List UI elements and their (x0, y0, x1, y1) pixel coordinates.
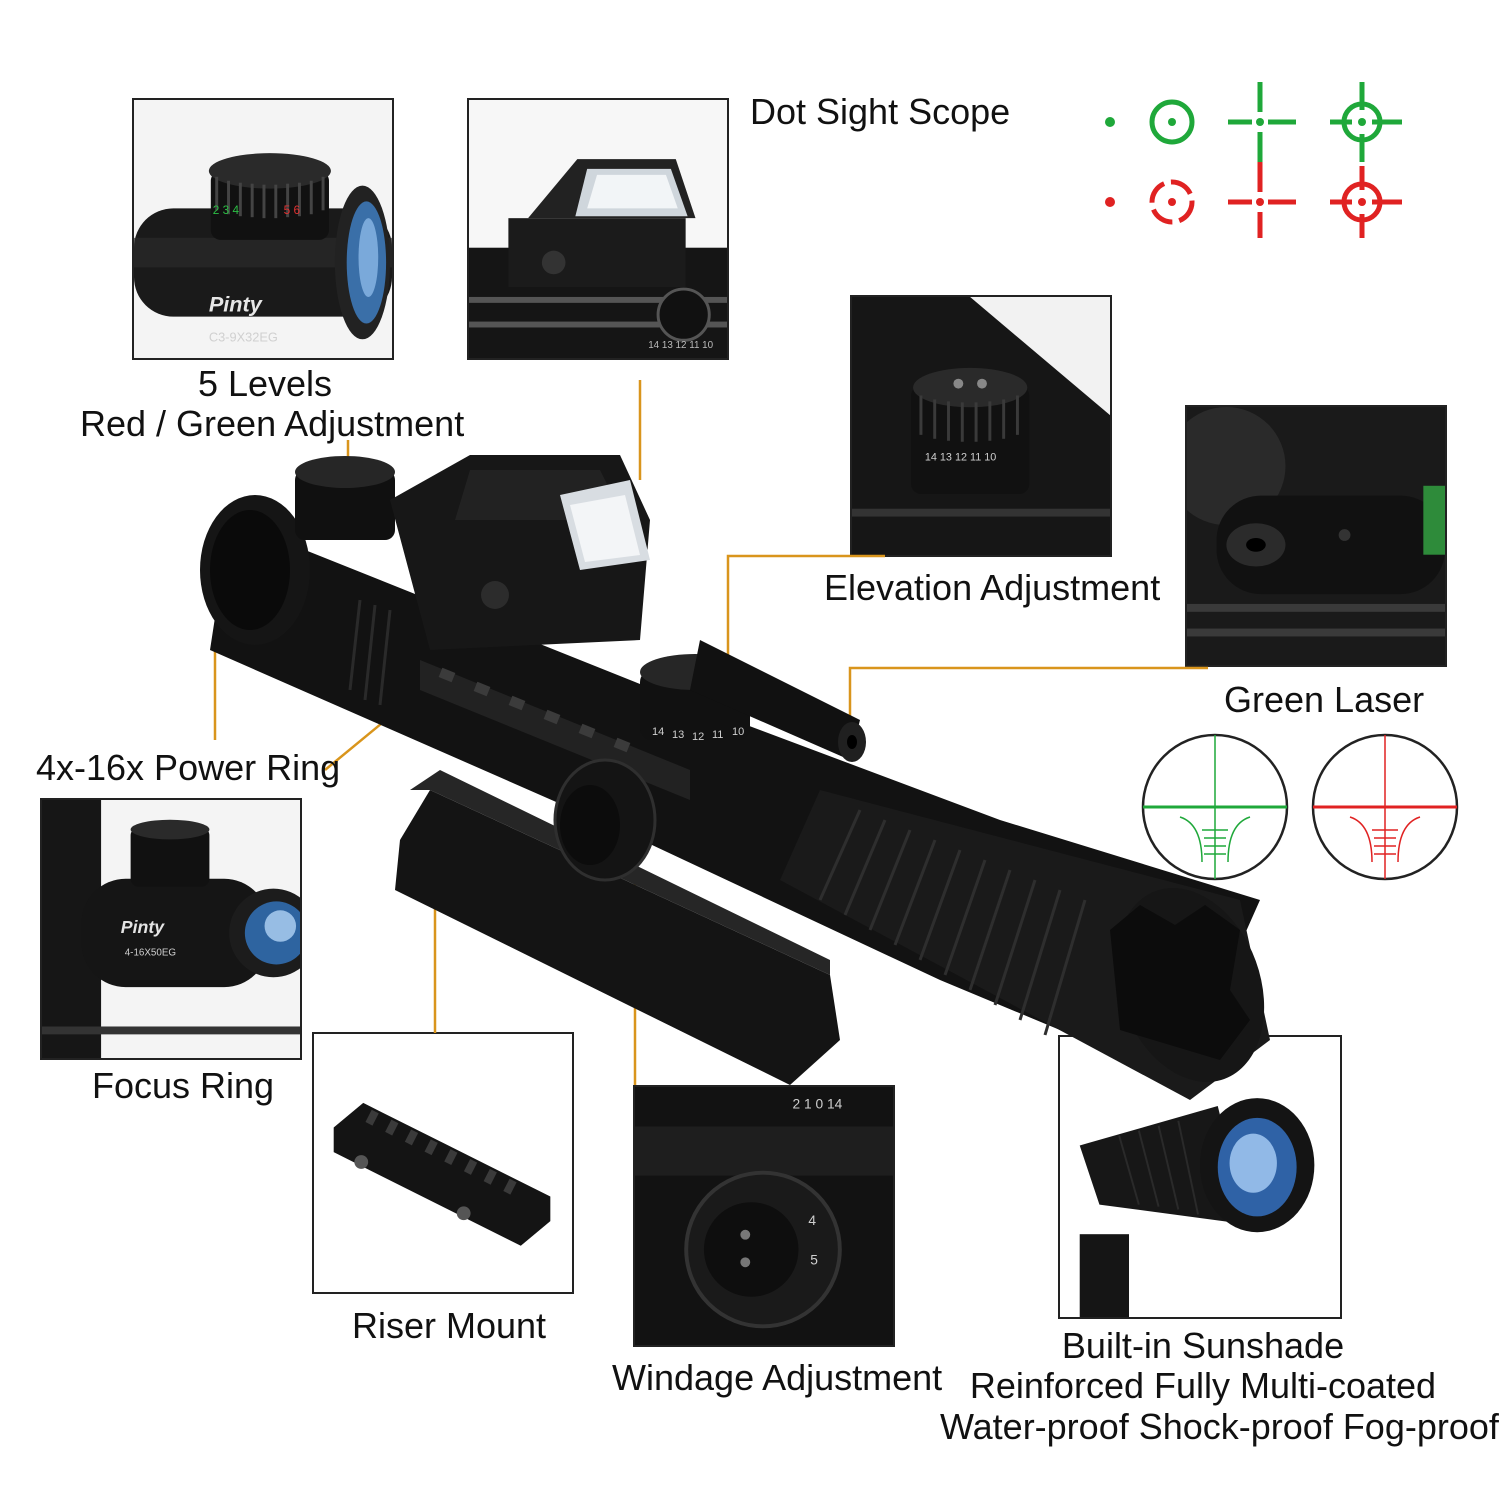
large-scope-model-inset: 4-16X50EG (125, 948, 176, 959)
levels-label-line1: 5 Levels (197, 363, 333, 404)
circle-crosshair-icon (1330, 82, 1402, 162)
focus-ring-label: Focus Ring (92, 1065, 275, 1106)
sunshade-label-line2: Reinforced Fully Multi-coated (969, 1365, 1437, 1407)
elevation-label: Elevation Adjustment (824, 567, 1161, 608)
dot-sight-label: Dot Sight Scope (750, 91, 1011, 132)
illumination-knob-photo: 2 3 4 5 6 Pinty C3-9X32EG (134, 100, 392, 358)
green-reticle-row (1105, 82, 1402, 162)
elevation-dial-numbers: 14 13 12 11 10 (925, 451, 996, 463)
inset-green-laser (1185, 405, 1447, 667)
green-laser-photo (1187, 407, 1445, 665)
dot-icon (1105, 117, 1115, 127)
svg-text:2 3 4: 2 3 4 (213, 203, 240, 217)
small-scope-brand: Pinty (209, 292, 263, 317)
inset-dot-sight: 14 13 12 11 10 (467, 98, 729, 360)
svg-text:2 1 0 14: 2 1 0 14 (793, 1097, 843, 1112)
sunshade-label: Built-in Sunshade Reinforced Fully Multi… (940, 1325, 1499, 1447)
crosshair-icon (1228, 162, 1296, 238)
elevation-photo: 14 13 12 11 10 (852, 297, 1110, 555)
levels-label-line2: Red / Green Adjustment (80, 403, 465, 445)
reticle-icons-panel (1105, 82, 1402, 238)
circle-crosshair-icon (1330, 166, 1402, 238)
inset-elevation: 14 13 12 11 10 (850, 295, 1112, 557)
large-scope-brand-inset: Pinty (121, 917, 165, 937)
green-mil-dot-reticle-icon (1141, 733, 1289, 881)
crosshair-icon (1228, 82, 1296, 162)
svg-text:4: 4 (808, 1213, 816, 1228)
windage-label: Windage Adjustment (612, 1357, 943, 1398)
inset-focus-ring: Pinty 4-16X50EG (40, 798, 302, 1060)
riser-mount-label: Riser Mount (352, 1305, 547, 1346)
main-elevation-dial-2: 12 (692, 731, 704, 743)
green-laser-label: Green Laser (1224, 679, 1425, 720)
power-ring-label: 4x-16x Power Ring (36, 747, 341, 788)
small-scope-model: C3-9X32EG (209, 329, 278, 344)
dot-icon (1105, 197, 1115, 207)
circle-dot-icon (1149, 179, 1195, 225)
levels-label: 5 Levels Red / Green Adjustment (80, 363, 465, 445)
inset-riser-mount (312, 1032, 574, 1294)
red-reticle-row (1105, 162, 1402, 238)
inset-windage: 2 1 0 14 5 4 (633, 1085, 895, 1347)
main-elevation-dial-1: 13 (672, 729, 684, 741)
main-elevation-dial-4: 10 (732, 726, 744, 738)
inset-illumination-knob: 2 3 4 5 6 Pinty C3-9X32EG (132, 98, 394, 360)
riser-mount-photo (314, 1034, 572, 1292)
windage-photo: 2 1 0 14 5 4 (635, 1087, 893, 1345)
focus-ring-photo: Pinty 4-16X50EG (42, 800, 300, 1058)
svg-text:5: 5 (810, 1252, 818, 1267)
red-mil-dot-reticle-icon (1311, 733, 1459, 881)
sunshade-label-line3: Water-proof Shock-proof Fog-proof (940, 1405, 1499, 1447)
circle-dot-icon (1149, 99, 1195, 145)
main-elevation-dial-0: 14 (652, 726, 664, 738)
dot-sight-photo: 14 13 12 11 10 (469, 100, 727, 358)
sunshade-label-line1: Built-in Sunshade (1061, 1325, 1345, 1366)
main-elevation-dial-3: 11 (712, 729, 723, 741)
svg-text:5 6: 5 6 (284, 203, 301, 217)
svg-text:14 13 12 11 10: 14 13 12 11 10 (648, 340, 713, 351)
